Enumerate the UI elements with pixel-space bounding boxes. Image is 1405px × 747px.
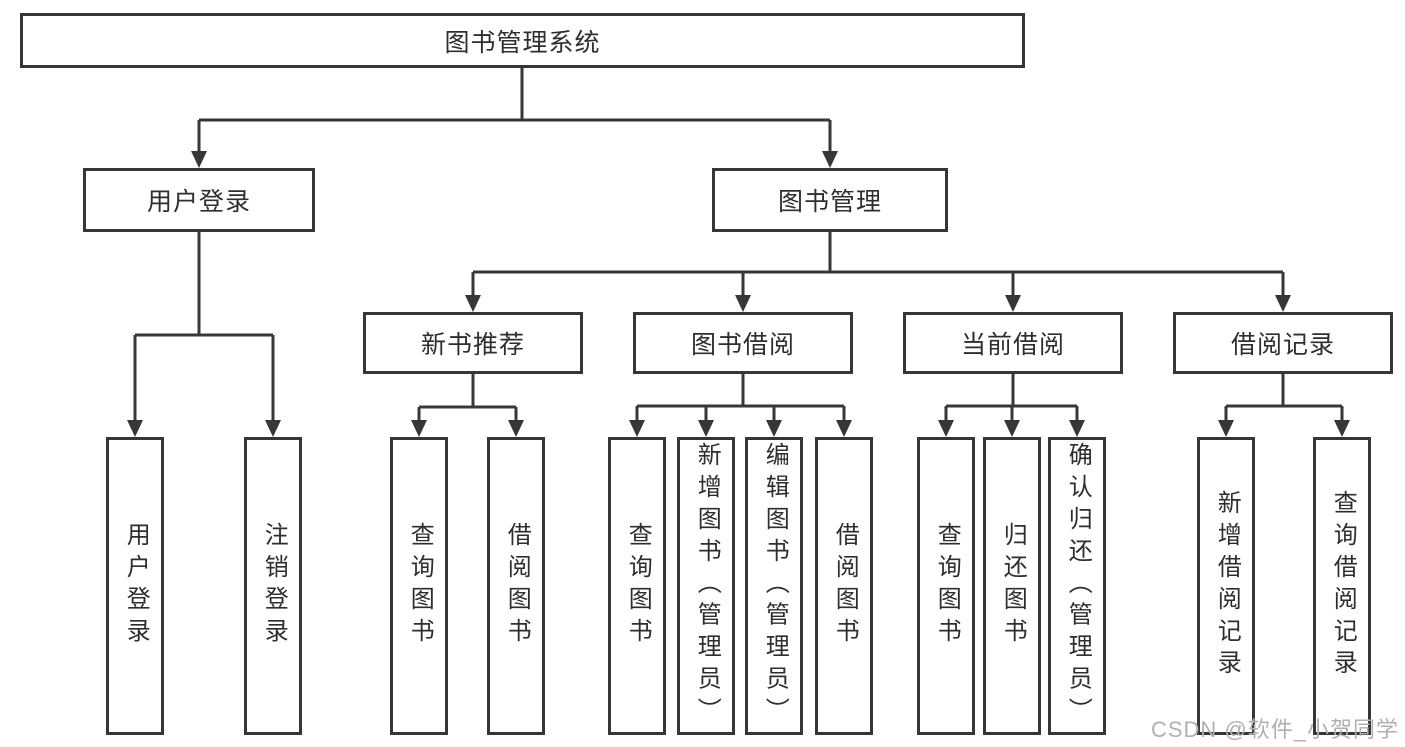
- leaf-current-return-label: 归还图书: [999, 522, 1027, 650]
- leaf-newbook-query-label: 查询图书: [406, 522, 434, 650]
- leaf-newbook-borrow: 借阅图书: [487, 437, 545, 735]
- node-borrow-records-label: 借阅记录: [1230, 331, 1335, 359]
- leaf-borrow-edit-admin-label: 编辑图书（管理员）: [761, 442, 789, 730]
- node-root-label: 图书管理系统: [444, 28, 601, 57]
- connector-bookborrow-children: [629, 374, 852, 437]
- leaf-borrow-query: 查询图书: [608, 437, 666, 735]
- node-current-borrow-label: 当前借阅: [960, 331, 1065, 359]
- leaf-current-query-label: 查询图书: [933, 522, 961, 650]
- leaf-logout-label: 注销登录: [260, 522, 288, 650]
- leaf-borrow-add-admin: 新增图书（管理员）: [677, 437, 735, 735]
- leaf-borrow-add-admin-label: 新增图书（管理员）: [693, 442, 721, 730]
- leaf-current-confirm-admin-label: 确认归还（管理员）: [1064, 442, 1092, 730]
- leaf-borrow-edit-admin: 编辑图书（管理员）: [745, 437, 803, 735]
- leaf-record-add-label: 新增借阅记录: [1213, 490, 1241, 682]
- node-book-management-label: 图书管理: [777, 188, 882, 216]
- connector-records-children: [1218, 374, 1350, 437]
- leaf-borrow-query-label: 查询图书: [624, 522, 652, 650]
- leaf-current-return: 归还图书: [983, 437, 1041, 735]
- node-book-management: 图书管理: [712, 168, 948, 232]
- connector-currentborrow-children: [938, 374, 1085, 437]
- connector-newbook-children: [411, 374, 524, 437]
- leaf-newbook-borrow-label: 借阅图书: [503, 522, 531, 650]
- connector-root-to-level2: [191, 68, 838, 168]
- leaf-record-add: 新增借阅记录: [1197, 437, 1255, 735]
- connector-userlogin-children: [127, 232, 281, 437]
- leaf-logout: 注销登录: [244, 437, 302, 735]
- leaf-record-query: 查询借阅记录: [1313, 437, 1371, 735]
- leaf-newbook-query: 查询图书: [390, 437, 448, 735]
- leaf-current-confirm-admin: 确认归还（管理员）: [1048, 437, 1106, 735]
- node-borrow-records: 借阅记录: [1173, 312, 1393, 374]
- node-user-login: 用户登录: [83, 168, 315, 232]
- node-book-borrow-label: 图书借阅: [690, 331, 795, 359]
- leaf-record-query-label: 查询借阅记录: [1329, 490, 1357, 682]
- node-new-book-recommend-label: 新书推荐: [420, 331, 525, 359]
- leaf-borrow-book-label: 借阅图书: [831, 522, 859, 650]
- node-book-borrow: 图书借阅: [633, 312, 853, 374]
- node-user-login-label: 用户登录: [146, 188, 251, 216]
- leaf-borrow-book: 借阅图书: [815, 437, 873, 735]
- leaf-current-query: 查询图书: [917, 437, 975, 735]
- leaf-user-login: 用户登录: [106, 437, 164, 735]
- leaf-user-login-label: 用户登录: [122, 522, 150, 650]
- node-current-borrow: 当前借阅: [903, 312, 1123, 374]
- connector-bookmgmt-to-level3: [465, 232, 1291, 312]
- node-root: 图书管理系统: [20, 13, 1025, 68]
- node-new-book-recommend: 新书推荐: [363, 312, 583, 374]
